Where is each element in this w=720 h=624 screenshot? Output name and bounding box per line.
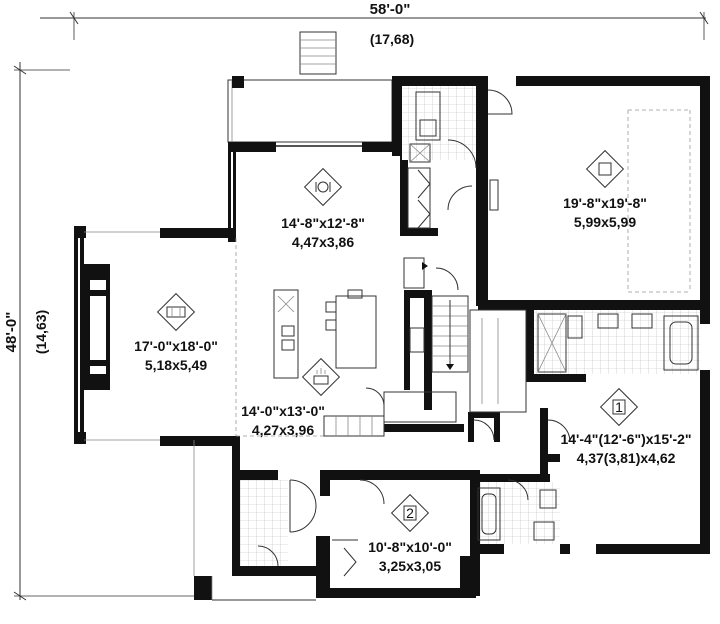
room-label-kitchen: 14'-0"x13'-0" 4,27x3,96 bbox=[241, 403, 325, 438]
room-label-bedroom-1: 14'-4"(12'-6")x15'-2" 4,37(3,81)x4,62 bbox=[560, 431, 691, 466]
living-dimensions-imperial: 17'-0"x18'-0" bbox=[134, 338, 218, 354]
hall-closets bbox=[403, 167, 499, 291]
bedroom-1-dimensions-imperial: 14'-4"(12'-6")x15'-2" bbox=[560, 431, 691, 447]
garage-icon bbox=[585, 149, 625, 189]
foyer bbox=[240, 479, 385, 577]
bed-1-icon: 1 bbox=[599, 387, 639, 427]
bedroom-1-door bbox=[473, 419, 571, 443]
room-label-living: 17'-0"x18'-0" 5,18x5,49 bbox=[134, 338, 218, 373]
bed-1-number: 1 bbox=[615, 399, 623, 415]
open-plan-boundaries bbox=[235, 109, 691, 437]
bedroom-2-dimensions-imperial: 10'-8"x10'-0" bbox=[368, 539, 452, 555]
garage-dimensions-metric: 5,99x5,99 bbox=[574, 214, 636, 230]
dining-dimensions-imperial: 14'-8"x12'-8" bbox=[281, 215, 365, 231]
bedroom-2-dimensions-metric: 3,25x3,05 bbox=[379, 558, 441, 574]
dining-dimensions-metric: 4,47x3,86 bbox=[292, 234, 354, 250]
room-label-garage: 19'-8"x19'-8" 5,99x5,99 bbox=[563, 195, 647, 230]
overall-depth-dimension: 48'-0" (14,63) bbox=[3, 62, 200, 601]
overall-width-metric: (17,68) bbox=[370, 31, 414, 47]
bed-2-icon: 2 bbox=[390, 493, 430, 533]
kitchen-dimensions-imperial: 14'-0"x13'-0" bbox=[241, 403, 325, 419]
bedroom-1-dimensions-metric: 4,37(3,81)x4,62 bbox=[577, 450, 676, 466]
ensuite-bathroom bbox=[534, 310, 700, 374]
room-label-bedroom-2: 10'-8"x10'-0" 3,25x3,05 bbox=[368, 539, 452, 574]
overall-width-imperial: 58'-0" bbox=[370, 1, 411, 18]
kitchen-dimensions-metric: 4,27x3,96 bbox=[252, 422, 314, 438]
bed-2-number: 2 bbox=[406, 505, 414, 521]
garage-dimensions-imperial: 19'-8"x19'-8" bbox=[563, 195, 647, 211]
kitchen-fixtures bbox=[273, 289, 457, 437]
overall-depth-metric: (14,63) bbox=[33, 310, 49, 354]
staircase bbox=[431, 295, 527, 413]
overall-depth-imperial: 48'-0" bbox=[3, 312, 20, 353]
sofa-icon bbox=[156, 292, 196, 332]
main-bathroom bbox=[477, 479, 560, 544]
room-label-dining: 14'-8"x12'-8" 4,47x3,86 bbox=[281, 215, 365, 250]
mudroom bbox=[402, 86, 513, 169]
front-porch bbox=[227, 31, 393, 152]
interior-walls bbox=[384, 86, 586, 482]
overall-width-dimension: 58'-0" (17,68) bbox=[40, 1, 709, 47]
living-dimensions-metric: 5,18x5,49 bbox=[145, 357, 207, 373]
kitchen-icon bbox=[301, 357, 341, 397]
exterior-walls bbox=[74, 76, 710, 601]
dining-icon bbox=[303, 167, 343, 207]
